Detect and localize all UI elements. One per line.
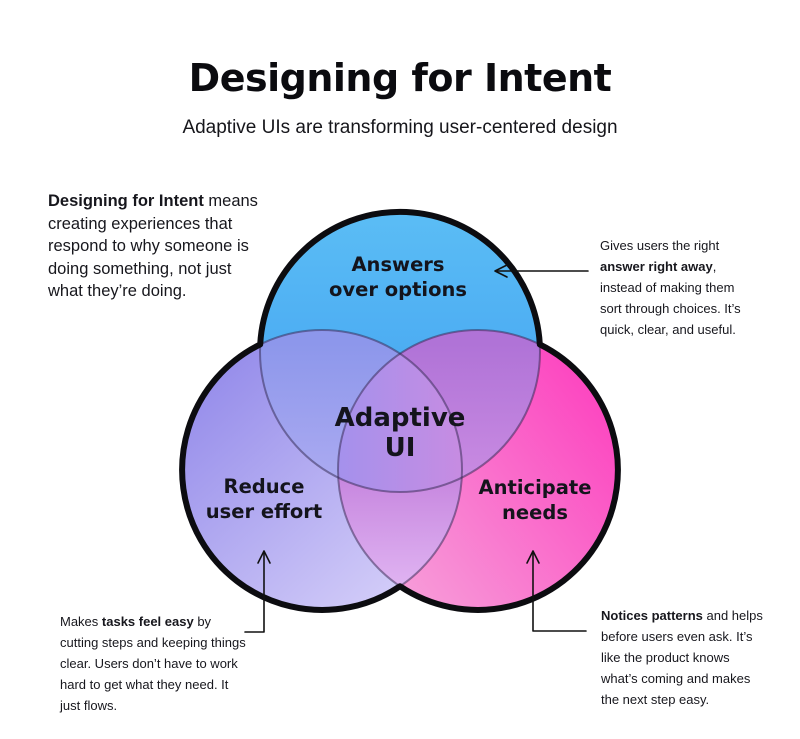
- overlap-center: [338, 330, 462, 492]
- reduce-note-bold: tasks feel easy: [101, 614, 194, 629]
- reduce-note: Makes tasks feel easy by cutting steps a…: [60, 614, 246, 713]
- label-anticipate-needs: Anticipate needs: [478, 476, 592, 524]
- label-adaptive-ui: Adaptive UI: [334, 403, 466, 463]
- label-answers-over-options: Answers over options: [329, 253, 467, 301]
- answers-note-bold: answer right away: [600, 259, 713, 274]
- page-subtitle: Adaptive UIs are transforming user-cente…: [182, 117, 618, 138]
- anticipate-note: Notices patterns and helps before users …: [601, 608, 763, 707]
- arrow-reduce-icon: [244, 550, 271, 633]
- label-reduce-user-effort: Reduce user effort: [205, 475, 323, 523]
- intro-note-bold: Designing for Intent: [48, 192, 204, 210]
- venn-outline: [179, 208, 621, 613]
- arrow-anticipate-icon: [526, 550, 587, 632]
- intro-note-text: means creating experiences that respond …: [48, 192, 258, 300]
- anticipate-note-bold: Notices patterns: [601, 608, 703, 623]
- intro-note: Designing for Intent means creating expe…: [48, 190, 268, 303]
- arrow-answers-icon: [494, 264, 589, 278]
- answers-note: Gives users the right answer right away,…: [600, 238, 741, 337]
- page-title: Designing for Intent: [188, 56, 612, 100]
